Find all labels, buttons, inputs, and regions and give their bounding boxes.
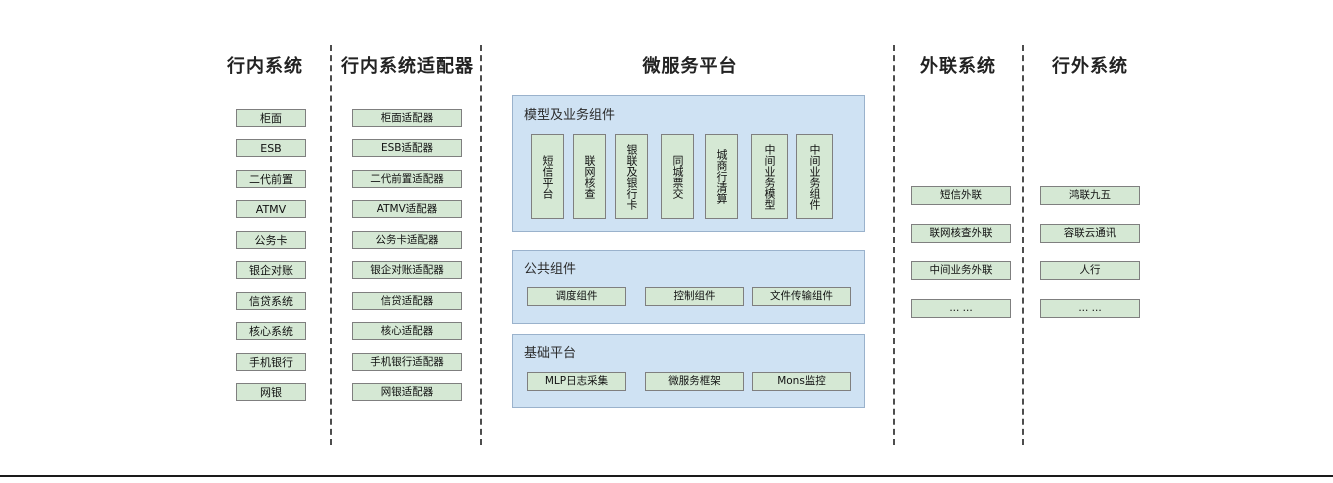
list-item[interactable]: 网银: [236, 383, 306, 401]
list-item[interactable]: 人行: [1040, 261, 1140, 280]
list-item[interactable]: 二代前置: [236, 170, 306, 188]
column-separator-2: [480, 45, 482, 445]
list-item[interactable]: 容联云通讯: [1040, 224, 1140, 243]
column-title-external-link: 外联系统: [920, 56, 996, 77]
list-item[interactable]: 文件传输组件: [752, 287, 851, 306]
list-item[interactable]: 柜面: [236, 109, 306, 127]
panel-title-public-components: 公共组件: [524, 262, 577, 277]
list-item[interactable]: 信贷系统: [236, 292, 306, 310]
list-item[interactable]: 同城票交: [661, 134, 694, 219]
list-item[interactable]: ATMV: [236, 200, 306, 218]
list-item[interactable]: 核心系统: [236, 322, 306, 340]
list-item[interactable]: ... ...: [1040, 299, 1140, 318]
list-item[interactable]: ... ...: [911, 299, 1011, 318]
list-item[interactable]: 鸿联九五: [1040, 186, 1140, 205]
list-item[interactable]: 控制组件: [645, 287, 744, 306]
list-item[interactable]: Mons监控: [752, 372, 851, 391]
list-item[interactable]: 核心适配器: [352, 322, 462, 340]
panel-title-model-business-components: 模型及业务组件: [524, 108, 616, 123]
list-item[interactable]: 联网核查外联: [911, 224, 1011, 243]
panel-base-platform: [512, 334, 865, 408]
list-item[interactable]: 中间业务外联: [911, 261, 1011, 280]
list-item[interactable]: ESB适配器: [352, 139, 462, 157]
column-title-in-bank: 行内系统: [227, 56, 303, 77]
list-item[interactable]: 短信外联: [911, 186, 1011, 205]
list-item[interactable]: MLP日志采集: [527, 372, 626, 391]
list-item[interactable]: 联网核查: [573, 134, 606, 219]
list-item[interactable]: 调度组件: [527, 287, 626, 306]
column-separator-4: [1022, 45, 1024, 445]
list-item[interactable]: 公务卡适配器: [352, 231, 462, 249]
list-item[interactable]: 微服务框架: [645, 372, 744, 391]
list-item[interactable]: 二代前置适配器: [352, 170, 462, 188]
list-item[interactable]: 公务卡: [236, 231, 306, 249]
list-item[interactable]: 短信平台: [531, 134, 564, 219]
list-item[interactable]: 信贷适配器: [352, 292, 462, 310]
list-item[interactable]: ATMV适配器: [352, 200, 462, 218]
panel-title-base-platform: 基础平台: [524, 346, 577, 361]
column-separator-3: [893, 45, 895, 445]
list-item[interactable]: 网银适配器: [352, 383, 462, 401]
list-item[interactable]: ESB: [236, 139, 306, 157]
column-title-out-bank: 行外系统: [1052, 56, 1128, 77]
list-item[interactable]: 柜面适配器: [352, 109, 462, 127]
list-item[interactable]: 手机银行: [236, 353, 306, 371]
column-title-platform: 微服务平台: [642, 56, 738, 77]
list-item[interactable]: 中间业务组件: [796, 134, 833, 219]
list-item[interactable]: 银企对账: [236, 261, 306, 279]
list-item[interactable]: 银企对账适配器: [352, 261, 462, 279]
column-separator-1: [330, 45, 332, 445]
bottom-divider: [0, 475, 1333, 477]
column-title-in-bank-adapter: 行内系统适配器: [341, 56, 474, 77]
list-item[interactable]: 银联及银行卡: [615, 134, 648, 219]
list-item[interactable]: 城商行清算: [705, 134, 738, 219]
list-item[interactable]: 中间业务模型: [751, 134, 788, 219]
list-item[interactable]: 手机银行适配器: [352, 353, 462, 371]
